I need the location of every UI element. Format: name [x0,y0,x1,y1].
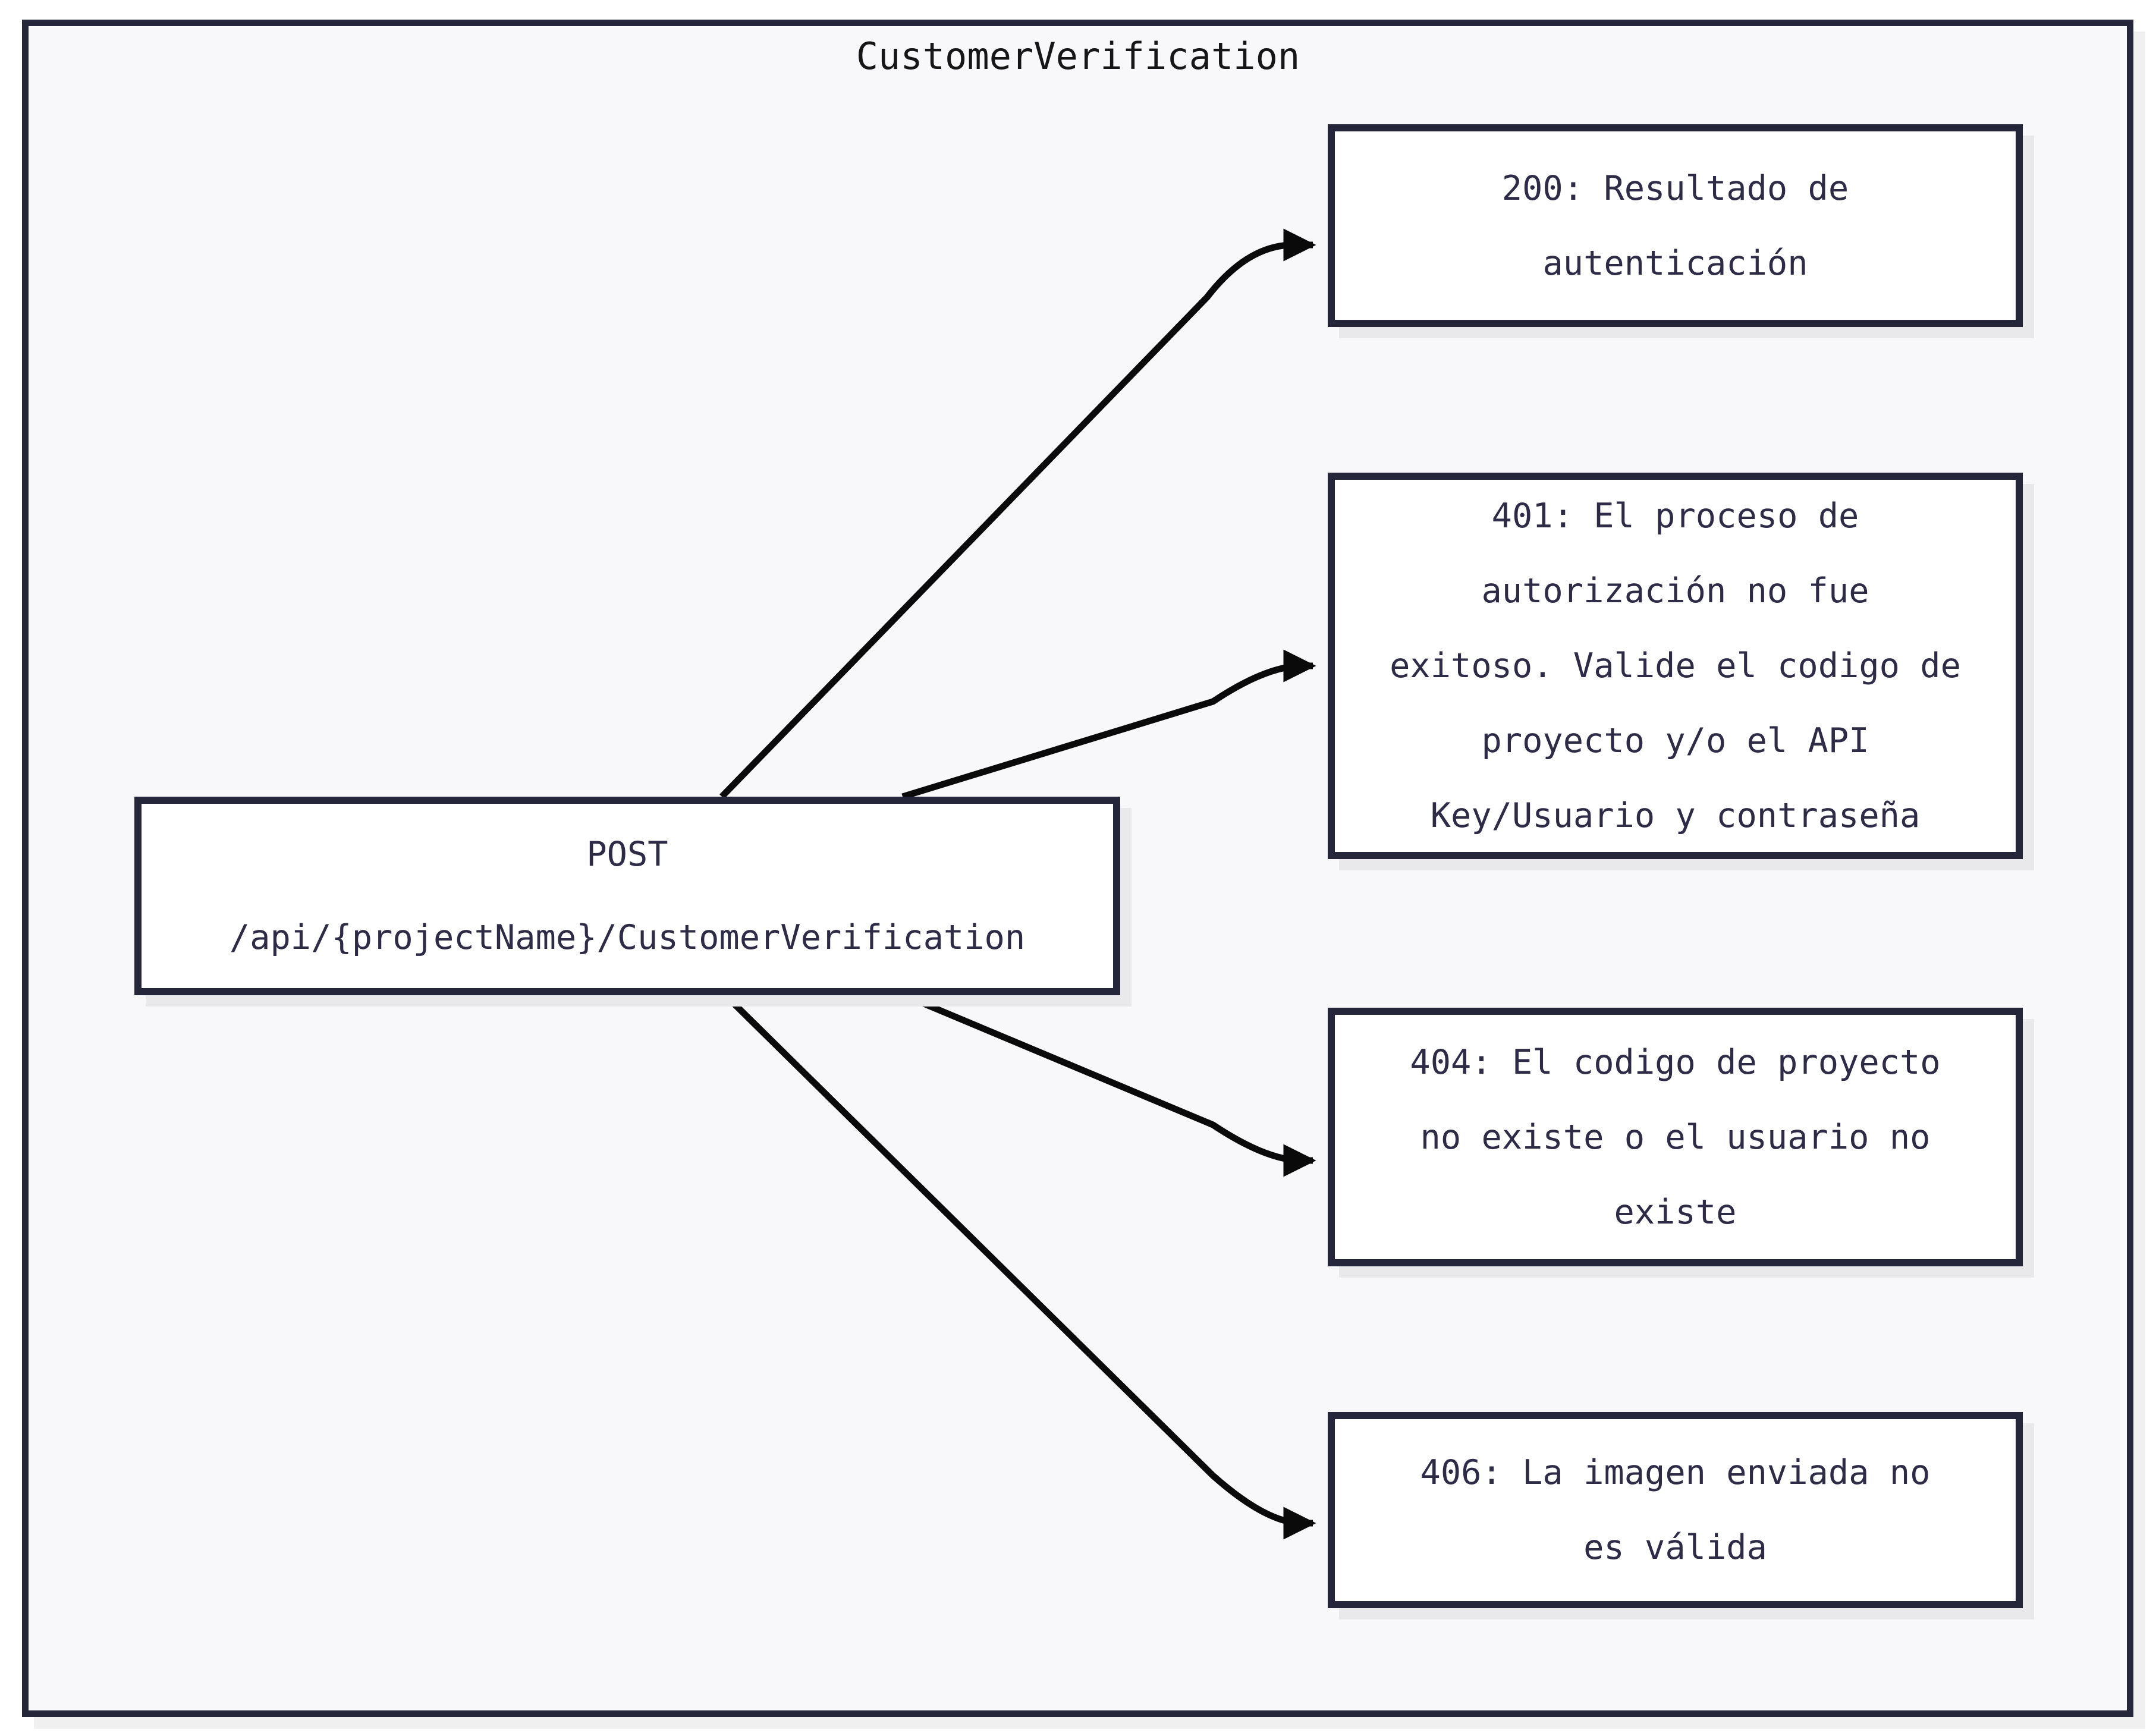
response-401-line: exitoso. Valide el codigo de [1390,646,1961,685]
response-box-406: 406: La imagen enviada no es válida [1328,1412,2023,1608]
response-406-line: es válida [1583,1528,1767,1567]
response-406-line: 406: La imagen enviada no [1420,1453,1931,1492]
response-box-401: 401: El proceso de autorización no fue e… [1328,473,2023,859]
endpoint-path: /api/{projectName}/CustomerVerification [229,918,1026,957]
response-401-line: 401: El proceso de [1491,496,1859,536]
response-box-200: 200: Resultado de autenticación [1328,124,2023,327]
response-200-line: autenticación [1542,243,1808,283]
diagram-title: CustomerVerification [856,34,1300,78]
response-404-line: 404: El codigo de proyecto [1410,1042,1941,1082]
endpoint-method: POST [586,835,668,874]
response-404-line: existe [1614,1192,1737,1232]
response-box-404: 404: El codigo de proyecto no existe o e… [1328,1008,2023,1266]
endpoint-box-post: POST /api/{projectName}/CustomerVerifica… [134,797,1120,995]
response-401-line: proyecto y/o el API [1481,721,1869,760]
response-200-line: 200: Resultado de [1501,168,1849,208]
response-401-line: Key/Usuario y contraseña [1430,796,1921,835]
response-401-line: autorización no fue [1481,571,1869,611]
response-404-line: no existe o el usuario no [1420,1117,1931,1157]
